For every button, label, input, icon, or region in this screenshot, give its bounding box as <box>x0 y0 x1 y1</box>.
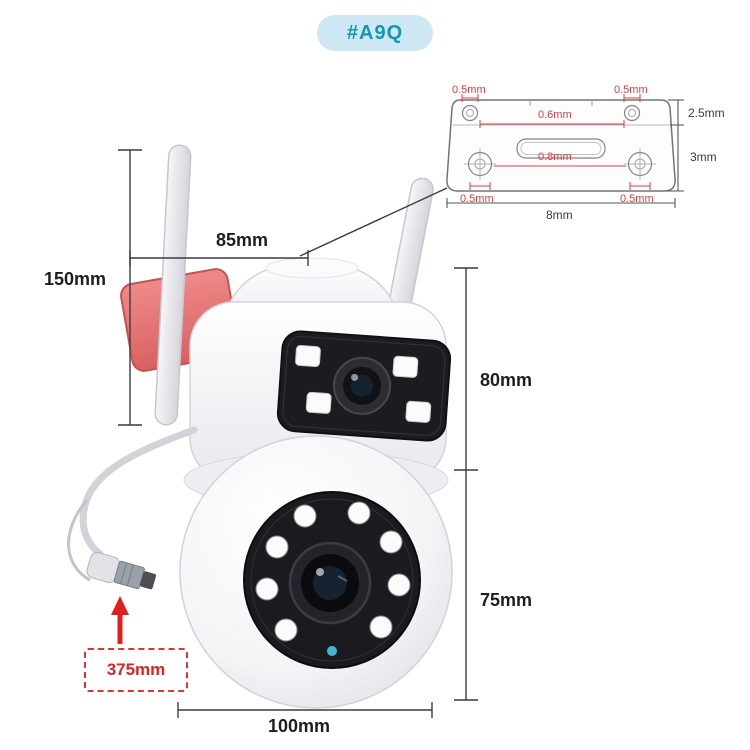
dim-label-antenna-length: 150mm <box>44 269 107 289</box>
ir-led <box>369 615 393 639</box>
dim-label-bracket-height: 3mm <box>690 150 717 164</box>
bracket-detail-diagram <box>446 99 676 192</box>
dim-label-bracket-top-left: 0.5mm <box>452 84 486 96</box>
model-badge-label: #A9Q <box>346 21 404 44</box>
ir-led <box>347 501 371 525</box>
led-light <box>405 400 432 423</box>
ir-led <box>265 535 289 559</box>
ir-led <box>387 573 411 597</box>
ir-led <box>379 530 403 554</box>
led-light <box>295 344 321 368</box>
front-lens-icon <box>333 356 392 415</box>
dimension-lines <box>118 149 478 718</box>
cable-length-box: 375mm <box>84 648 188 692</box>
dim-label-top-width: 85mm <box>216 230 269 250</box>
dim-label-bracket-middle: 0.8mm <box>538 151 572 163</box>
dim-label-bracket-bottom-right: 0.5mm <box>620 193 654 205</box>
dim-label-cable-length: 375mm <box>106 660 166 679</box>
camera-head <box>189 257 452 483</box>
bracket-dim-lines-black <box>446 99 684 208</box>
antenna-left-icon <box>154 144 192 426</box>
front-camera-window <box>276 330 452 442</box>
dim-label-bracket-bottom-left: 0.5mm <box>460 193 494 205</box>
dim-label-ball-height: 75mm <box>480 590 533 610</box>
status-led <box>327 646 337 656</box>
led-light <box>392 355 419 378</box>
camera-ball <box>179 435 453 709</box>
cable-connector-icon <box>86 552 157 590</box>
up-arrow-icon <box>111 596 129 644</box>
dim-label-head-height: 80mm <box>480 370 533 390</box>
dim-label-bracket-thickness: 2.5mm <box>688 106 725 120</box>
model-badge: #A9Q <box>317 15 433 51</box>
ir-led <box>255 577 279 601</box>
dim-label-body-width: 100mm <box>268 716 331 736</box>
ir-led <box>274 618 298 642</box>
led-light <box>305 391 332 414</box>
ball-lens-icon <box>288 541 372 625</box>
dim-label-bracket-top-right: 0.5mm <box>614 84 648 96</box>
dim-label-bracket-top-center: 0.6mm <box>538 109 572 121</box>
power-cable <box>67 426 198 590</box>
ir-led <box>293 504 317 528</box>
bracket-dim-lines-red <box>461 94 651 190</box>
dim-label-bracket-width: 8mm <box>546 208 573 222</box>
ball-camera-face <box>243 491 421 669</box>
